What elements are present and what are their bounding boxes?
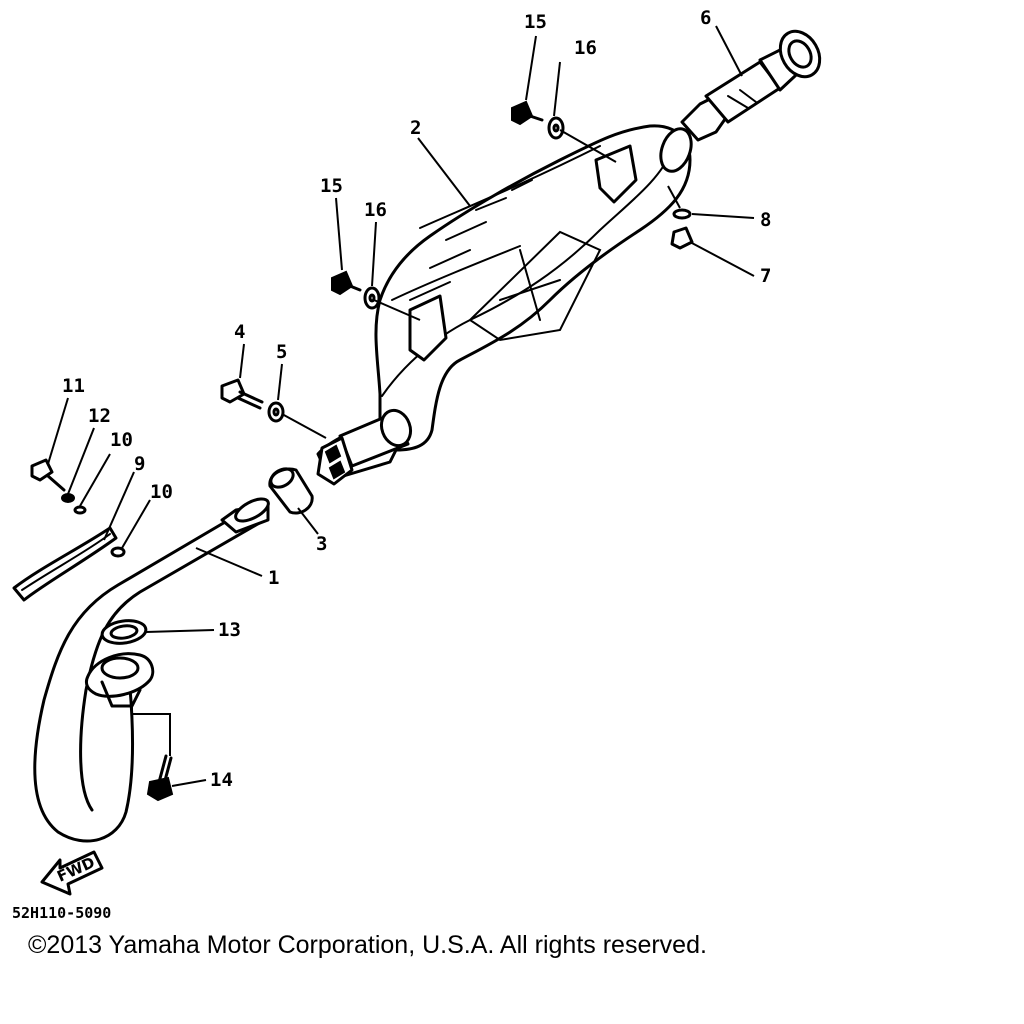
- callout-10-upper: 10: [110, 429, 133, 451]
- joint-part[interactable]: [268, 465, 314, 515]
- callout-9: 9: [134, 453, 145, 475]
- mount-washer-part[interactable]: [267, 401, 285, 423]
- copyright-notice: ©2013 Yamaha Motor Corporation, U.S.A. A…: [28, 931, 707, 959]
- protector-part[interactable]: [12, 526, 118, 602]
- callout-16-top: 16: [574, 37, 597, 59]
- callout-4: 4: [234, 321, 245, 343]
- exhaust-pipe-part[interactable]: [33, 494, 272, 843]
- muffler-bolt-part[interactable]: [331, 270, 362, 296]
- callout-11: 11: [62, 375, 85, 397]
- callout-15-top: 15: [524, 11, 547, 33]
- clamp-part[interactable]: [316, 436, 354, 486]
- mount-bolt-part[interactable]: [220, 378, 264, 410]
- callout-16-left: 16: [364, 199, 387, 221]
- callout-2: 2: [410, 117, 421, 139]
- callout-14: 14: [210, 769, 233, 791]
- callout-8: 8: [760, 209, 771, 231]
- drain-bolt-part[interactable]: [670, 226, 694, 250]
- callout-12: 12: [88, 405, 111, 427]
- bolt-part[interactable]: [30, 458, 66, 492]
- callout-15-left: 15: [320, 175, 343, 197]
- flange-bolt-part[interactable]: [146, 754, 174, 802]
- leader-lines: [47, 25, 755, 787]
- rear-washer-part[interactable]: [547, 116, 565, 140]
- rear-bolt-part[interactable]: [511, 100, 544, 126]
- spark-arrester-part[interactable]: [680, 24, 828, 142]
- muffler-washer-part[interactable]: [363, 286, 381, 310]
- callout-5: 5: [276, 341, 287, 363]
- callout-7: 7: [760, 265, 771, 287]
- washer-part[interactable]: [61, 493, 126, 558]
- callout-1: 1: [268, 567, 279, 589]
- callout-6: 6: [700, 7, 711, 29]
- callout-10-lower: 10: [150, 481, 173, 503]
- fwd-arrow-icon: FWD: [40, 850, 104, 896]
- callout-labels: 1 2 3 4 5 6 7 8 9 10 10 11 12 13 14 15 1…: [62, 7, 771, 791]
- diagram-code: 52H110-5090: [12, 904, 111, 922]
- callout-3: 3: [316, 533, 327, 555]
- callout-13: 13: [218, 619, 241, 641]
- drain-washer-part[interactable]: [672, 208, 692, 220]
- gasket-part[interactable]: [100, 618, 148, 646]
